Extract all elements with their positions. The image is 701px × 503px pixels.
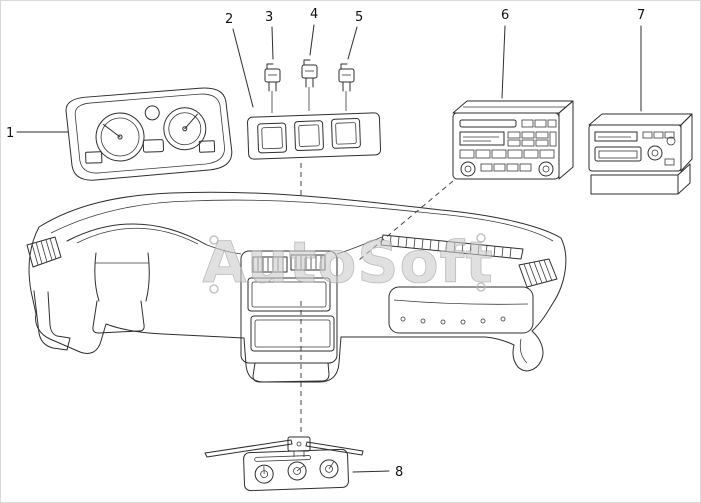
glove-box: [388, 286, 534, 334]
heater-panel: [243, 448, 349, 492]
watermark-dot: [209, 235, 219, 245]
callout-label-5: 5: [355, 10, 363, 25]
heater-knob-1: [254, 464, 274, 484]
center-minor-gauge: [144, 105, 160, 121]
radio-opening: [247, 277, 331, 312]
watermark: AutoSoft: [202, 230, 493, 297]
callout-label-6: 6: [501, 8, 509, 23]
watermark-dot: [476, 233, 486, 243]
tuner-knob: [538, 161, 554, 177]
radio-reference-line: [358, 180, 454, 261]
instrument-cluster: [65, 87, 233, 181]
callout-8: 8: [352, 465, 403, 480]
dashboard-panel: [26, 191, 567, 383]
cluster-hood: [66, 223, 383, 255]
speedometer-gauge: [95, 112, 145, 162]
cd-slot: [459, 119, 517, 128]
leader-line-5: [347, 26, 358, 60]
heater-control-unit: [204, 436, 364, 492]
slider-slot: [254, 455, 312, 462]
callout-label-8: 8: [395, 465, 403, 480]
switch-panel-bezel: [247, 112, 382, 160]
volume-knob: [460, 161, 476, 177]
callout-1: 1: [6, 126, 69, 141]
radio-cd-unit: [452, 100, 574, 180]
callout-3: 3: [265, 10, 274, 60]
driver-side-vent: [26, 236, 62, 268]
knee-bolster: [33, 290, 71, 351]
tachometer-gauge: [163, 107, 207, 151]
passenger-side-vent: [518, 258, 558, 288]
rocker-switch-1: [264, 63, 281, 92]
center-vents: [252, 254, 326, 273]
callout-2: 2: [225, 12, 254, 108]
cassette-display: [594, 131, 638, 142]
defroster-vent: [380, 234, 524, 260]
callout-label-2: 2: [225, 12, 233, 27]
watermark-dot: [209, 284, 219, 294]
leader-line-6: [501, 25, 506, 99]
mounting-sleeve: [590, 163, 691, 195]
leader-line-2: [232, 28, 254, 108]
odometer-window: [142, 139, 165, 153]
callout-7: 7: [637, 8, 645, 112]
callout-5: 5: [347, 10, 363, 60]
stack-lower-tab: [252, 362, 330, 383]
callout-label-1: 1: [6, 126, 14, 141]
callout-4: 4: [309, 7, 318, 56]
center-stack: [240, 250, 338, 383]
watermark-text: AutoSoft: [202, 230, 493, 296]
right-indicator-window: [198, 140, 216, 153]
steering-column-shroud: [33, 252, 150, 351]
control-lever-left: [204, 439, 293, 458]
radio-display: [459, 131, 505, 146]
right-foot-line: [519, 338, 528, 364]
left-indicator-window: [85, 151, 103, 164]
cassette-knob: [647, 145, 663, 161]
radio-cassette-unit: [588, 113, 693, 195]
callout-label-3: 3: [265, 10, 273, 25]
leader-line-8: [352, 470, 390, 473]
rocker-switch-3: [338, 63, 355, 92]
windshield-edge-line: [50, 199, 554, 242]
cassette-slot: [594, 146, 642, 162]
heater-knob-3: [319, 459, 339, 479]
control-lever-right: [305, 441, 364, 456]
rocker-switch-2: [301, 59, 318, 88]
dashboard-outline: [28, 191, 567, 383]
leader-line-4: [309, 24, 315, 56]
callout-label-7: 7: [637, 8, 645, 23]
callout-label-4: 4: [310, 7, 318, 22]
reference-dashed-lines: [300, 163, 454, 434]
leader-line-3: [271, 26, 274, 60]
heater-knob-2: [287, 461, 307, 481]
callout-6: 6: [501, 8, 509, 99]
heater-opening: [250, 315, 335, 352]
watermark-dot: [476, 282, 486, 292]
